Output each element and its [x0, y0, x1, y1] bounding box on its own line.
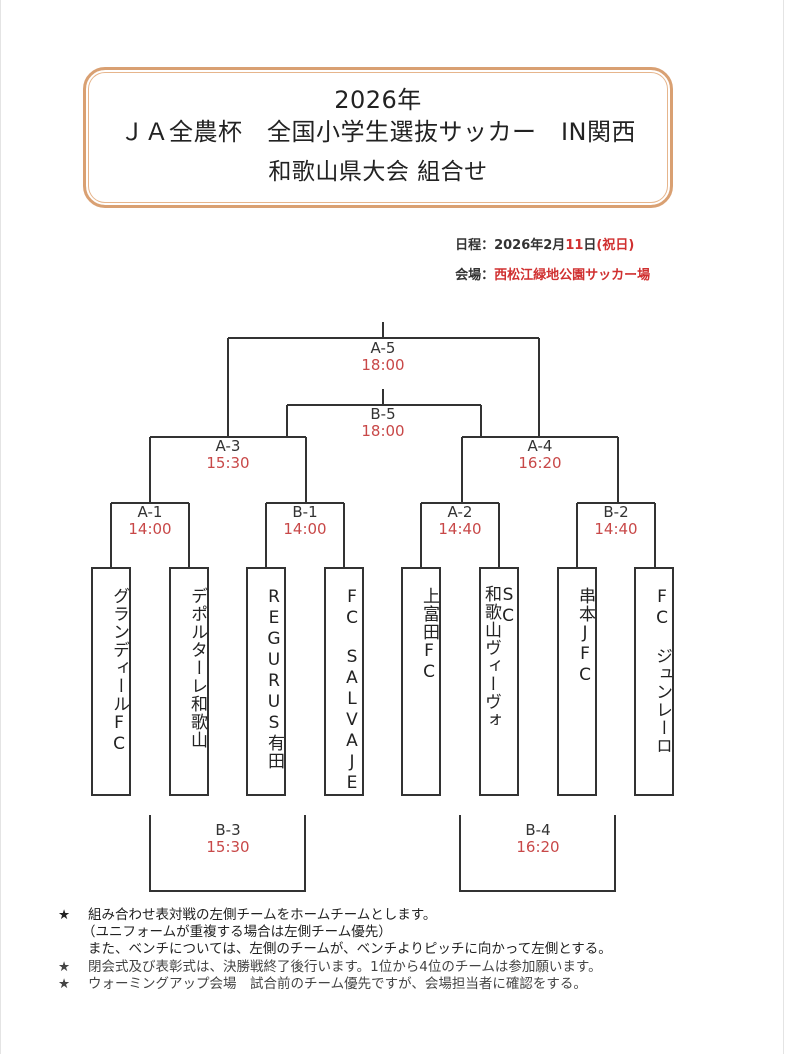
star-icon: ★: [58, 959, 71, 975]
team-box: FC SALVAJE: [324, 567, 364, 796]
match-b2: B-2 14:40: [576, 504, 656, 538]
bracket-a3: [149, 436, 307, 503]
match-code: B-4: [525, 821, 551, 839]
match-b4: B-4 16:20: [498, 822, 578, 856]
team-name-line1: SC: [498, 585, 518, 627]
date-day: 11: [565, 238, 584, 253]
note-1-sub2: また、ベンチについては、左側のチームが、ベンチよりピッチに向かって左側とする。: [88, 937, 612, 957]
venue-name: 西松江緑地公園サッカー場: [494, 268, 651, 283]
match-code: B-1: [292, 503, 318, 521]
match-time: 14:00: [128, 520, 172, 538]
team-name-two-col: SC 和歌山ヴィーヴォ: [481, 585, 518, 729]
team-name: 上富田FC: [419, 587, 439, 683]
page-edge-right: [783, 0, 784, 1054]
match-b3: B-3 15:30: [188, 822, 268, 856]
match-time: 15:30: [206, 454, 250, 472]
note-text: 組み合わせ表対戦の左側チームをホームチームとします。: [88, 907, 437, 923]
title-main: ＪＡ全農杯 全国小学生選抜サッカー IN関西: [119, 118, 637, 146]
match-time: 16:20: [516, 838, 560, 856]
match-code: B-5: [370, 405, 396, 423]
bracket-a4: [461, 436, 619, 503]
team-box: グランディールFC: [91, 567, 131, 796]
match-b5: B-5 18:00: [343, 406, 423, 440]
match-time: 14:40: [438, 520, 482, 538]
venue-label: 会場：: [455, 268, 495, 283]
match-code: B-2: [603, 503, 629, 521]
bracket-b1: [265, 502, 345, 567]
match-a4: A-4 16:20: [500, 438, 580, 472]
match-code: A-5: [370, 339, 396, 357]
match-time: 18:00: [361, 356, 405, 374]
match-a2: A-2 14:40: [420, 504, 500, 538]
match-code: A-4: [527, 437, 553, 455]
bracket-a5: [227, 322, 540, 437]
match-a1: A-1 14:00: [110, 504, 190, 538]
bracket-b5: [286, 389, 482, 437]
note-3: ★ ウォーミングアップ会場 試合前のチーム優先ですが、会場担当者に確認をする。: [58, 972, 587, 992]
match-a3: A-3 15:30: [188, 438, 268, 472]
note-2: ★ 閉会式及び表彰式は、決勝戦終了後行います。1位から4位のチームは参加願います。: [58, 955, 602, 975]
note-text: ウォーミングアップ会場 試合前のチーム優先ですが、会場担当者に確認をする。: [88, 976, 587, 992]
date-suffix: 日: [583, 238, 597, 253]
match-time: 16:20: [518, 454, 562, 472]
team-name: FC ジュンレーロ: [652, 587, 672, 755]
team-name-line2: 和歌山ヴィーヴォ: [481, 585, 501, 729]
note-text: （ユニフォームが重複する場合は左側チーム優先）: [82, 924, 392, 940]
note-text: また、ベンチについては、左側のチームが、ベンチよりピッチに向かって左側とする。: [88, 941, 612, 957]
title-year: 2026年: [334, 86, 422, 114]
team-box: デポルターレ和歌山: [169, 567, 209, 796]
date-label: 日程：: [455, 238, 495, 253]
bracket-b4: [459, 815, 616, 892]
team-box: SC 和歌山ヴィーヴォ: [479, 567, 519, 796]
team-box: 上富田FC: [401, 567, 441, 796]
page-edge-left: [0, 0, 1, 1054]
note-1: ★ 組み合わせ表対戦の左側チームをホームチームとします。: [58, 903, 436, 923]
match-code: A-3: [215, 437, 241, 455]
team-box: 串本JFC: [557, 567, 597, 796]
date-line: 日程：2026年2月11日(祝日): [446, 219, 634, 253]
match-time: 18:00: [361, 422, 405, 440]
team-name: デポルターレ和歌山: [187, 587, 207, 749]
match-b1: B-1 14:00: [265, 504, 345, 538]
note-1-sub: （ユニフォームが重複する場合は左側チーム優先）: [82, 920, 392, 940]
team-box: REGURUS有田: [246, 567, 286, 796]
team-box: FC ジュンレーロ: [634, 567, 674, 796]
date-prefix: 2026年2月: [494, 238, 566, 253]
star-icon: ★: [58, 976, 71, 992]
match-time: 14:00: [283, 520, 327, 538]
bracket-a1: [110, 502, 190, 567]
bracket-b2: [576, 502, 656, 567]
match-time: 14:40: [594, 520, 638, 538]
title-box: 2026年 ＪＡ全農杯 全国小学生選抜サッカー IN関西 和歌山県大会 組合せ: [83, 67, 673, 208]
note-text: 閉会式及び表彰式は、決勝戦終了後行います。1位から4位のチームは参加願います。: [88, 959, 602, 975]
team-name: グランディールFC: [109, 587, 129, 755]
title-sub: 和歌山県大会 組合せ: [268, 159, 488, 185]
match-code: B-3: [215, 821, 241, 839]
match-time: 15:30: [206, 838, 250, 856]
bracket-b3: [149, 815, 306, 892]
match-code: A-1: [137, 503, 163, 521]
match-a5: A-5 18:00: [343, 340, 423, 374]
star-icon: ★: [58, 907, 71, 923]
match-code: A-2: [447, 503, 473, 521]
bracket-a2: [420, 502, 500, 567]
team-name: FC SALVAJE: [342, 587, 362, 794]
date-holiday: (祝日): [596, 238, 635, 253]
team-name: REGURUS有田: [264, 587, 284, 770]
team-name: 串本JFC: [575, 587, 595, 686]
venue-line: 会場：西松江緑地公園サッカー場: [446, 249, 650, 283]
